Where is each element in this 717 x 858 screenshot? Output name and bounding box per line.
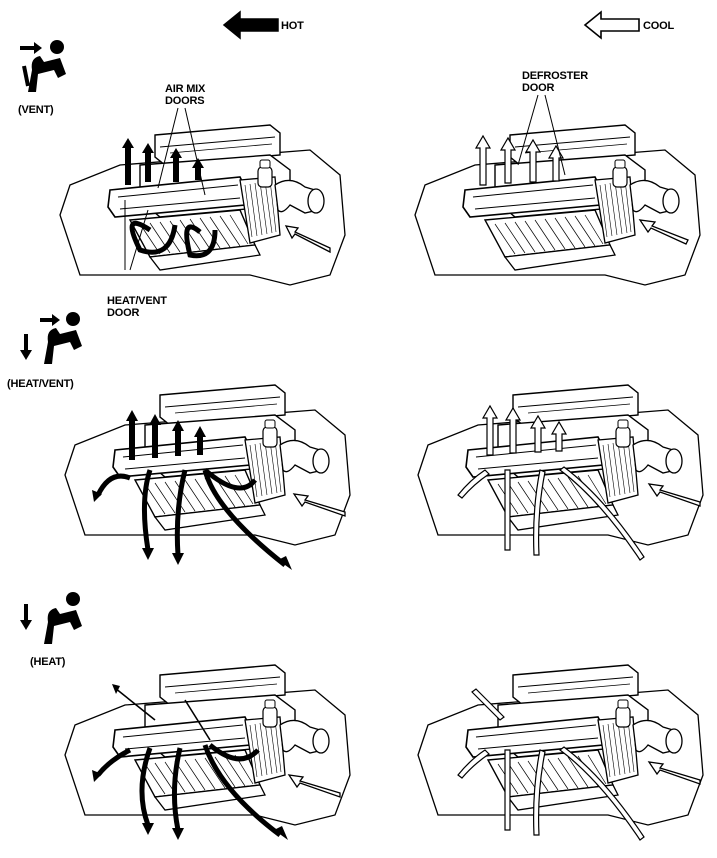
- cool-arrow-icon: [583, 10, 640, 40]
- heat-mode-label: (HEAT): [30, 656, 66, 668]
- hot-arrow-icon: [222, 10, 279, 40]
- defroster-door-callout: DEFROSTER DOOR: [522, 70, 589, 94]
- heat-vent-mode-label: (HEAT/VENT): [7, 378, 74, 390]
- hot-airflow-arrows: [125, 145, 218, 259]
- cool-inlet-arrow: [284, 225, 331, 254]
- heat-vent-mode-icon: [18, 312, 86, 366]
- heat-vent-cool-diagram: [417, 384, 704, 561]
- cool-legend-label: COOL: [643, 20, 674, 32]
- vent-hot-diagram: [59, 107, 346, 286]
- hot-legend: [222, 10, 282, 40]
- heat-mode-icon: [18, 590, 86, 646]
- hot-legend-label: HOT: [281, 20, 304, 32]
- vent-cool-diagram: [414, 94, 701, 286]
- heat-cool-diagram: [417, 664, 704, 841]
- air-mix-doors-callout: AIR MIX DOORS: [165, 83, 206, 107]
- vent-mode-label: (VENT): [18, 104, 54, 116]
- heat-hot-diagram: [64, 664, 351, 840]
- heat-vent-hot-diagram: [64, 384, 351, 570]
- vent-mode-icon: [14, 36, 74, 96]
- cool-inlet-arrow: [638, 219, 689, 245]
- heat-vent-door-callout: HEAT/VENT DOOR: [107, 295, 167, 319]
- cool-legend: [583, 10, 643, 40]
